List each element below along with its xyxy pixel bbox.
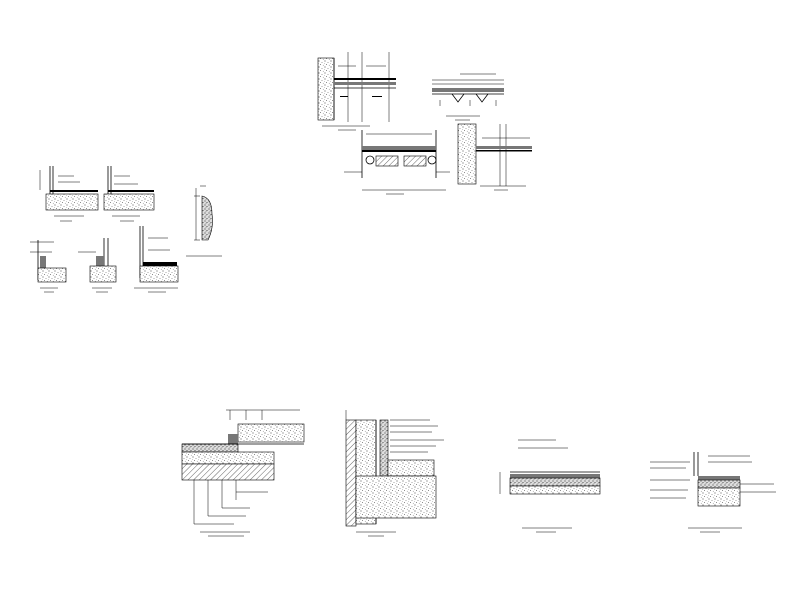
detail-ceiling-wall-a bbox=[317, 52, 396, 131]
detail-ceiling-section-c bbox=[344, 130, 450, 195]
detail-skirting-2 bbox=[103, 166, 155, 222]
detail-skirting-1 bbox=[39, 166, 99, 222]
detail-skirting-5 bbox=[134, 226, 179, 293]
detail-floor-wall-base bbox=[650, 452, 776, 533]
detail-floor-threshold bbox=[181, 409, 305, 537]
detail-floor-wall-junction bbox=[345, 410, 444, 537]
detail-skirting-3 bbox=[30, 240, 67, 293]
detail-skirting-4 bbox=[78, 238, 117, 293]
detail-floor-tile bbox=[499, 439, 601, 533]
detail-ceiling-beam-b bbox=[432, 73, 504, 121]
detail-ceiling-wall-d bbox=[457, 123, 532, 191]
detail-skirting-profile bbox=[186, 185, 222, 257]
